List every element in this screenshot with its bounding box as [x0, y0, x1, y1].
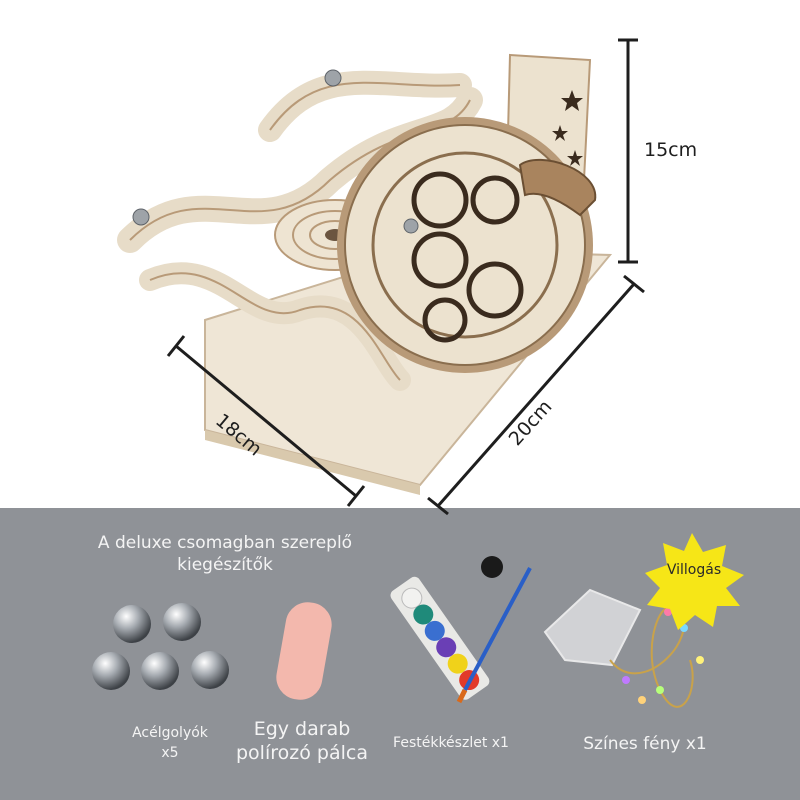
accessories-heading-line1: A deluxe csomagban szereplő: [97, 533, 353, 553]
flashing-badge-label: Villogás: [666, 562, 722, 578]
flashing-badge: [645, 533, 744, 630]
polishing-stick-label-line2: polírozó pálca: [236, 742, 368, 764]
polishing-stick-label-line1: Egy darab: [253, 718, 351, 740]
paint-set-label: Festékkészlet x1: [393, 735, 509, 751]
color-light-label: Színes fény x1: [583, 734, 707, 754]
steel-balls-count: x5: [161, 745, 179, 761]
steel-balls-label: Acélgolyók: [132, 725, 208, 741]
accessories-heading-line2: kiegészítők: [177, 555, 273, 575]
steel-ball: [132, 208, 150, 226]
star-cutouts: [552, 90, 583, 166]
dimension-lines: [166, 38, 645, 516]
height-label: 15cm: [644, 139, 698, 161]
steel-balls-icon: [92, 603, 229, 690]
polishing-stick-icon: [276, 602, 332, 700]
steel-ball: [324, 69, 342, 87]
color-light-icon: [543, 588, 704, 708]
paint-set-icon: [390, 556, 532, 704]
steel-ball: [403, 218, 419, 234]
crank-handle: [518, 159, 597, 217]
